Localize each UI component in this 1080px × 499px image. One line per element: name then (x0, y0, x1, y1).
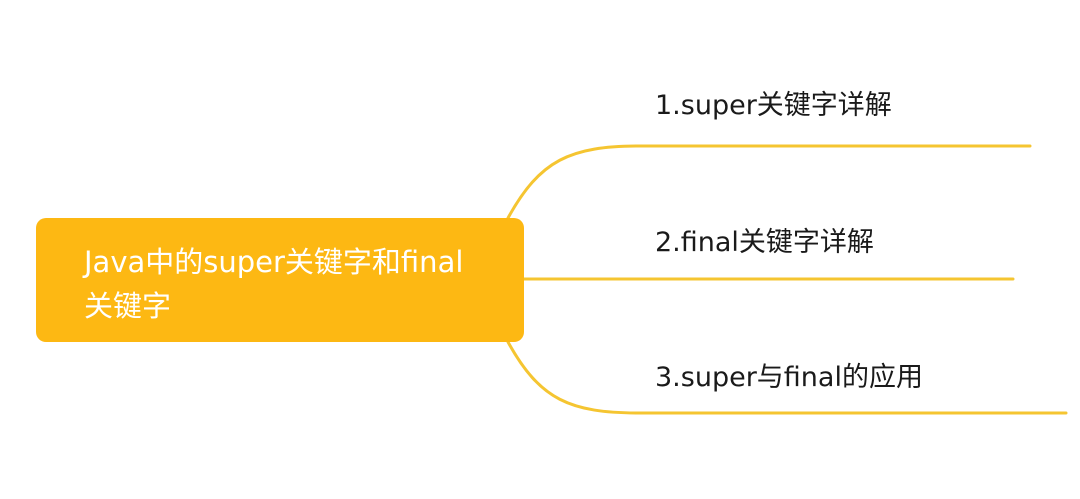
branch-label-3[interactable]: 3.super与final的应用 (655, 362, 923, 393)
branch-label-2[interactable]: 2.final关键字详解 (655, 227, 874, 258)
connector-branch-1 (506, 144, 1032, 220)
root-node-label: Java中的super关键字和final关键字 (84, 245, 464, 323)
branch-label-1[interactable]: 1.super关键字详解 (655, 90, 892, 121)
root-node[interactable]: Java中的super关键字和final关键字 (36, 218, 524, 342)
connector-branch-3 (506, 340, 1068, 415)
